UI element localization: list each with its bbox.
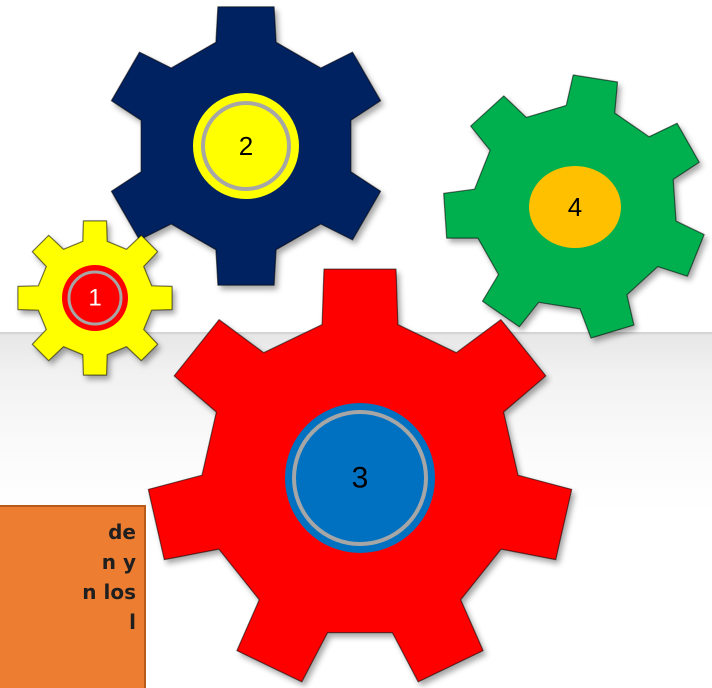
gear-4-hub [529,166,621,248]
note-text: de n y n los l [82,520,136,634]
gear-1-hub-ring [67,270,123,326]
gear-3-hub-ring [292,410,428,546]
gear-1-label: 1 [88,285,101,312]
gear-1-hub [62,265,128,331]
gear-2: 2 [110,6,382,286]
gear-3-label: 3 [352,462,369,495]
gear-2-label: 2 [239,131,253,161]
gear-3: 3 [147,268,573,683]
gear-4: 4 [443,74,705,339]
gear-3-hub [285,403,435,553]
gear-2-hub-ring [201,101,291,191]
gear-2-hub [193,93,299,199]
note-box: de n y n los l [0,505,146,688]
gear-1: 1 [17,220,173,376]
gear-4-label: 4 [568,192,582,222]
